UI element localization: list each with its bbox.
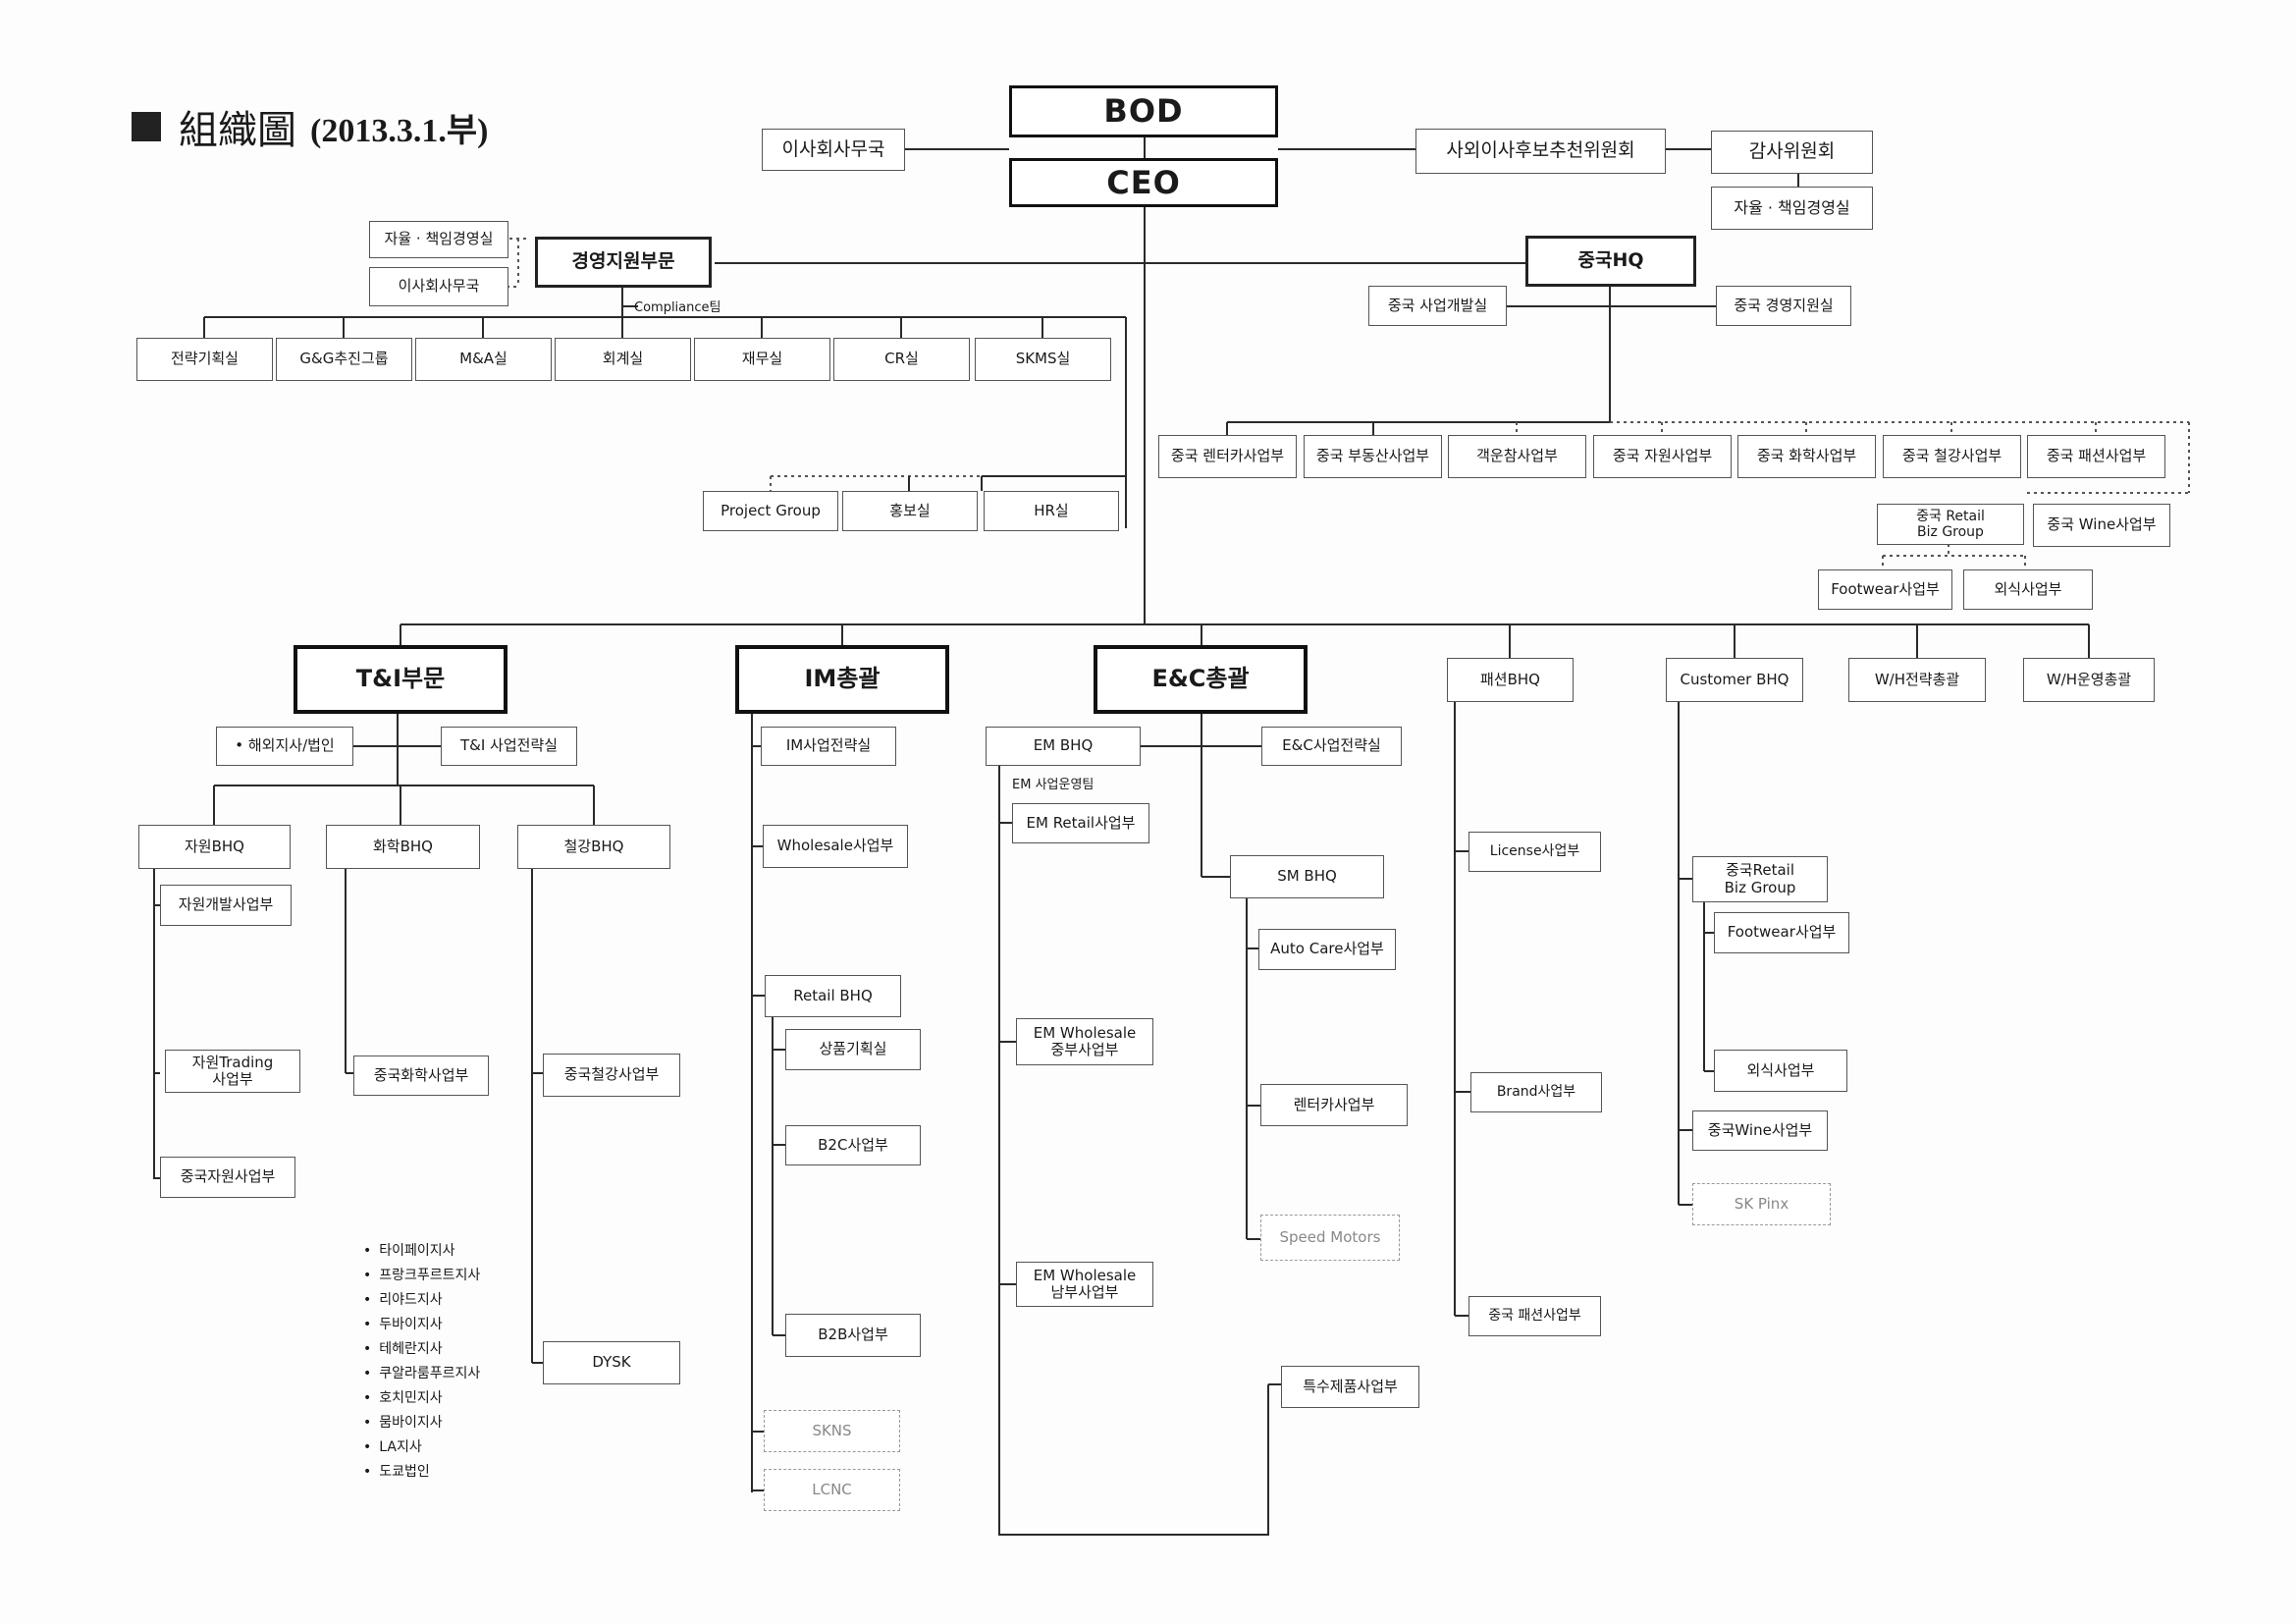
china-unit-3: 중국 자원사업부: [1593, 435, 1732, 478]
china-unit-6: 중국 패션사업부: [2027, 435, 2165, 478]
wholesale-box: Wholesale사업부: [763, 825, 908, 868]
china-retail-biz-group-box: 중국 Retail Biz Group: [1877, 504, 2024, 545]
mgmt-unit-3: 회계실: [555, 338, 691, 381]
china-unit-5: 중국 철강사업부: [1883, 435, 2021, 478]
resource-bhq-box: 자원BHQ: [138, 825, 291, 869]
branch-item: 뭄바이지사: [363, 1411, 480, 1435]
ceo-box: CEO: [1009, 158, 1278, 207]
china-unit-2: 객운참사업부: [1448, 435, 1586, 478]
ec-division-box: E&C총괄: [1094, 645, 1308, 714]
ti-strategy-box: T&I 사업전략실: [441, 727, 577, 766]
im-strategy-box: IM사업전략실: [761, 727, 896, 766]
skns-box: SKNS: [764, 1410, 900, 1452]
china-biz-dev-box: 중국 사업개발실: [1368, 286, 1507, 326]
china-chem-box: 중국화학사업부: [353, 1056, 489, 1096]
wh-strategy-box: W/H전략총괄: [1848, 658, 1986, 702]
mgmt-unit-2: M&A실: [415, 338, 552, 381]
customer-wine-box: 중국Wine사업부: [1692, 1110, 1828, 1151]
branch-item: 도쿄법인: [363, 1460, 480, 1485]
license-box: License사업부: [1468, 832, 1601, 872]
china-mgmt-support-box: 중국 경영지원실: [1716, 286, 1851, 326]
mgmt-support-division-box: 경영지원부문: [535, 237, 712, 288]
china-unit-4: 중국 화학사업부: [1737, 435, 1876, 478]
china-wine-box: 중국 Wine사업부: [2033, 504, 2170, 547]
dysk-box: DYSK: [543, 1341, 680, 1384]
audit-sub-box: 자율 · 책임경영실: [1711, 187, 1873, 230]
fashion-bhq-box: 패션BHQ: [1447, 658, 1574, 702]
em-wholesale-central-box: EM Wholesale 중부사업부: [1016, 1018, 1153, 1065]
ti-division-box: T&I부문: [294, 645, 507, 714]
mgmt-unit-4: 재무실: [694, 338, 830, 381]
mgmt-unit-5: CR실: [833, 338, 970, 381]
customer-bhq-box: Customer BHQ: [1666, 658, 1803, 702]
branch-item: 쿠알라룸푸르지사: [363, 1362, 480, 1386]
title-date: (2013.3.1.부): [310, 112, 489, 149]
china-unit-0: 중국 렌터카사업부: [1158, 435, 1297, 478]
branch-item: 호치민지사: [363, 1386, 480, 1411]
branch-item: 프랑크푸르트지사: [363, 1264, 480, 1288]
steel-bhq-box: 철강BHQ: [517, 825, 670, 869]
project-group-box: Project Group: [703, 491, 838, 531]
customer-food-box: 외식사업부: [1714, 1050, 1847, 1092]
branch-item: 테헤란지사: [363, 1337, 480, 1362]
em-ops-team-label: EM 사업운영팀: [1012, 778, 1095, 792]
em-bhq-box: EM BHQ: [986, 727, 1141, 766]
im-division-box: IM총괄: [735, 645, 949, 714]
em-wholesale-south-box: EM Wholesale 남부사업부: [1016, 1262, 1153, 1307]
merch-planning-box: 상품기획실: [785, 1029, 921, 1070]
mgmt-side-secretariat-box: 이사회사무국: [369, 267, 508, 306]
special-products-box: 특수제품사업부: [1281, 1366, 1419, 1408]
customer-retail-biz-group-box: 중국Retail Biz Group: [1692, 856, 1828, 902]
resource-trading-box: 자원Trading 사업부: [165, 1050, 300, 1093]
sm-bhq-box: SM BHQ: [1230, 855, 1384, 898]
audit-committee-box: 감사위원회: [1711, 131, 1873, 174]
chem-bhq-box: 화학BHQ: [326, 825, 480, 869]
overseas-branch-list: 타이페이지사 프랑크푸르트지사 리야드지사 두바이지사 테헤란지사 쿠알라룸푸르…: [363, 1239, 480, 1485]
ec-strategy-box: E&C사업전략실: [1261, 727, 1402, 766]
china-steel-box: 중국철강사업부: [543, 1054, 680, 1097]
lcnc-box: LCNC: [764, 1469, 900, 1511]
branch-item: 타이페이지사: [363, 1239, 480, 1264]
mgmt-side-autonomy-box: 자율 · 책임경영실: [369, 221, 508, 258]
retail-bhq-box: Retail BHQ: [765, 975, 901, 1017]
mgmt-unit-1: G&G추진그룹: [276, 338, 412, 381]
branch-item: LA지사: [363, 1435, 480, 1460]
brand-box: Brand사업부: [1470, 1072, 1602, 1112]
ti-overseas-box: • 해외지사/법인: [216, 727, 353, 766]
china-food-box: 외식사업부: [1963, 569, 2093, 610]
resource-dev-box: 자원개발사업부: [160, 885, 292, 926]
auto-care-box: Auto Care사업부: [1258, 929, 1396, 970]
b2c-box: B2C사업부: [785, 1125, 921, 1165]
branch-item: 두바이지사: [363, 1313, 480, 1337]
speed-motors-box: Speed Motors: [1260, 1215, 1400, 1261]
wh-ops-box: W/H운영총괄: [2023, 658, 2155, 702]
b2b-box: B2B사업부: [785, 1314, 921, 1357]
bod-box: BOD: [1009, 85, 1278, 137]
compliance-team-label: Compliance팀: [634, 300, 721, 315]
outside-director-committee-box: 사외이사후보추천위원회: [1415, 129, 1666, 174]
sk-pinx-box: SK Pinx: [1692, 1183, 1831, 1225]
china-resource-box: 중국자원사업부: [160, 1157, 295, 1198]
ec-rentacar-box: 렌터카사업부: [1260, 1084, 1408, 1126]
china-hq-box: 중국HQ: [1525, 236, 1696, 287]
mgmt-unit-6: SKMS실: [975, 338, 1111, 381]
board-secretariat-box: 이사회사무국: [762, 129, 905, 171]
em-retail-box: EM Retail사업부: [1012, 803, 1149, 843]
china-fashion-box: 중국 패션사업부: [1468, 1296, 1601, 1336]
branch-item: 리야드지사: [363, 1288, 480, 1313]
china-unit-1: 중국 부동산사업부: [1304, 435, 1442, 478]
pr-office-box: 홍보실: [842, 491, 978, 531]
chart-title: 組織圖 (2013.3.1.부): [132, 98, 488, 155]
mgmt-unit-0: 전략기획실: [136, 338, 273, 381]
black-square-icon: [132, 112, 161, 141]
customer-footwear-box: Footwear사업부: [1714, 912, 1849, 953]
title-hanja: 組織圖: [179, 108, 296, 153]
hr-office-box: HR실: [984, 491, 1119, 531]
china-footwear-box: Footwear사업부: [1818, 569, 1952, 610]
